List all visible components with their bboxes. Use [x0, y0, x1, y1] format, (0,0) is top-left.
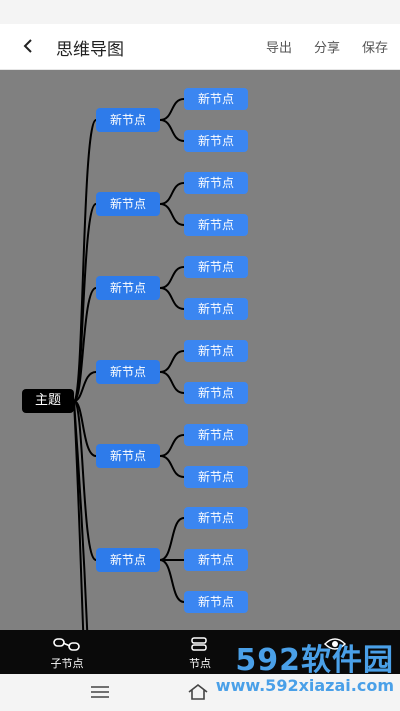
mindmap-node-l2-6-3[interactable]: 新节点: [184, 591, 248, 613]
page-title: 思维导图: [56, 40, 124, 60]
mindmap-node-l1-5[interactable]: 新节点: [96, 444, 160, 468]
child-node-icon: [53, 638, 80, 651]
app-bar: 思维导图 导出 分享 保存: [0, 24, 400, 70]
mindmap-node-l1-6[interactable]: 新节点: [96, 548, 160, 572]
sibling-node-icon: [191, 637, 207, 651]
system-nav-bar: [0, 674, 400, 711]
mindmap-edges: [73, 98, 185, 630]
back-button[interactable]: [14, 32, 42, 60]
mindmap-node-l2-2-1[interactable]: 新节点: [184, 172, 248, 194]
add-child-node-button[interactable]: 子节点: [22, 630, 112, 674]
mindmap-node-l2-6-2[interactable]: 新节点: [184, 549, 248, 571]
menu-nav-button[interactable]: [88, 682, 112, 702]
mindmap-node-l2-3-1[interactable]: 新节点: [184, 256, 248, 278]
menu-icon: [91, 686, 109, 698]
home-icon: [188, 683, 208, 700]
mindmap-node-l2-2-2[interactable]: 新节点: [184, 214, 248, 236]
mindmap-node-l2-4-1[interactable]: 新节点: [184, 340, 248, 362]
save-button[interactable]: 保存: [361, 41, 388, 56]
eye-icon: [323, 638, 347, 650]
export-button[interactable]: 导出: [265, 41, 292, 56]
mindmap-node-l1-2[interactable]: 新节点: [96, 192, 160, 216]
chevron-left-icon: [23, 39, 32, 53]
mindmap-node-l2-1-1[interactable]: 新节点: [184, 88, 248, 110]
mindmap-node-l2-5-1[interactable]: 新节点: [184, 424, 248, 446]
mindmap-node-l2-5-2[interactable]: 新节点: [184, 466, 248, 488]
status-bar: [0, 0, 400, 24]
bottom-toolbar: 子节点 节点: [0, 630, 400, 674]
mindmap-node-l2-3-2[interactable]: 新节点: [184, 298, 248, 320]
child-node-label: 子节点: [50, 657, 84, 670]
mindmap-node-l2-6-1[interactable]: 新节点: [184, 507, 248, 529]
mindmap-canvas[interactable]: 新节点新节点新节点新节点新节点新节点新节点新节点新节点新节点新节点新节点新节点新…: [0, 70, 400, 630]
mindmap-node-l2-4-2[interactable]: 新节点: [184, 382, 248, 404]
mindmap-root-node[interactable]: 主题: [22, 389, 74, 413]
add-sibling-node-button[interactable]: 节点: [155, 630, 245, 674]
mindmap-node-l1-1[interactable]: 新节点: [96, 108, 160, 132]
mindmap-node-l1-4[interactable]: 新节点: [96, 360, 160, 384]
share-button[interactable]: 分享: [313, 41, 340, 56]
mindmap-node-l2-1-2[interactable]: 新节点: [184, 130, 248, 152]
home-nav-button[interactable]: [186, 682, 210, 702]
sibling-node-label: 节点: [189, 657, 211, 670]
mindmap-node-l1-3[interactable]: 新节点: [96, 276, 160, 300]
preview-button[interactable]: [290, 630, 380, 674]
header-actions: 导出 分享 保存: [266, 37, 388, 56]
